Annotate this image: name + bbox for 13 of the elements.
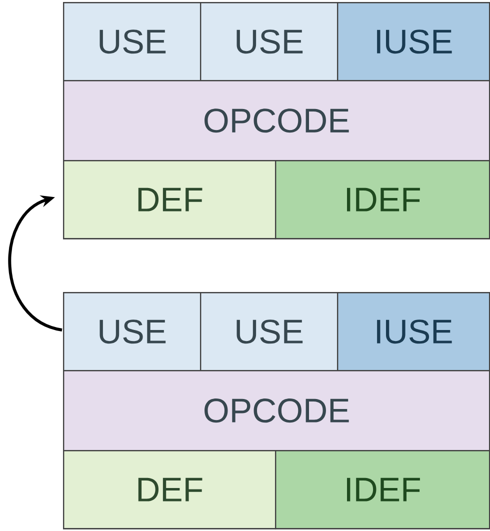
idef-cell: IDEF bbox=[275, 160, 490, 240]
opcode-cell: OPCODE bbox=[63, 80, 490, 162]
iuse-cell: IUSE bbox=[337, 292, 490, 372]
opcode-cell: OPCODE bbox=[63, 370, 490, 452]
use-cell: USE bbox=[63, 292, 202, 372]
iuse-cell: IUSE bbox=[337, 2, 490, 82]
use-cell: USE bbox=[200, 2, 338, 82]
curved-arrow bbox=[8, 195, 62, 332]
use-cell: USE bbox=[63, 2, 202, 82]
def-cell: DEF bbox=[63, 160, 276, 240]
use-cell: USE bbox=[200, 292, 338, 372]
idef-cell: IDEF bbox=[275, 450, 490, 530]
def-cell: DEF bbox=[63, 450, 276, 530]
